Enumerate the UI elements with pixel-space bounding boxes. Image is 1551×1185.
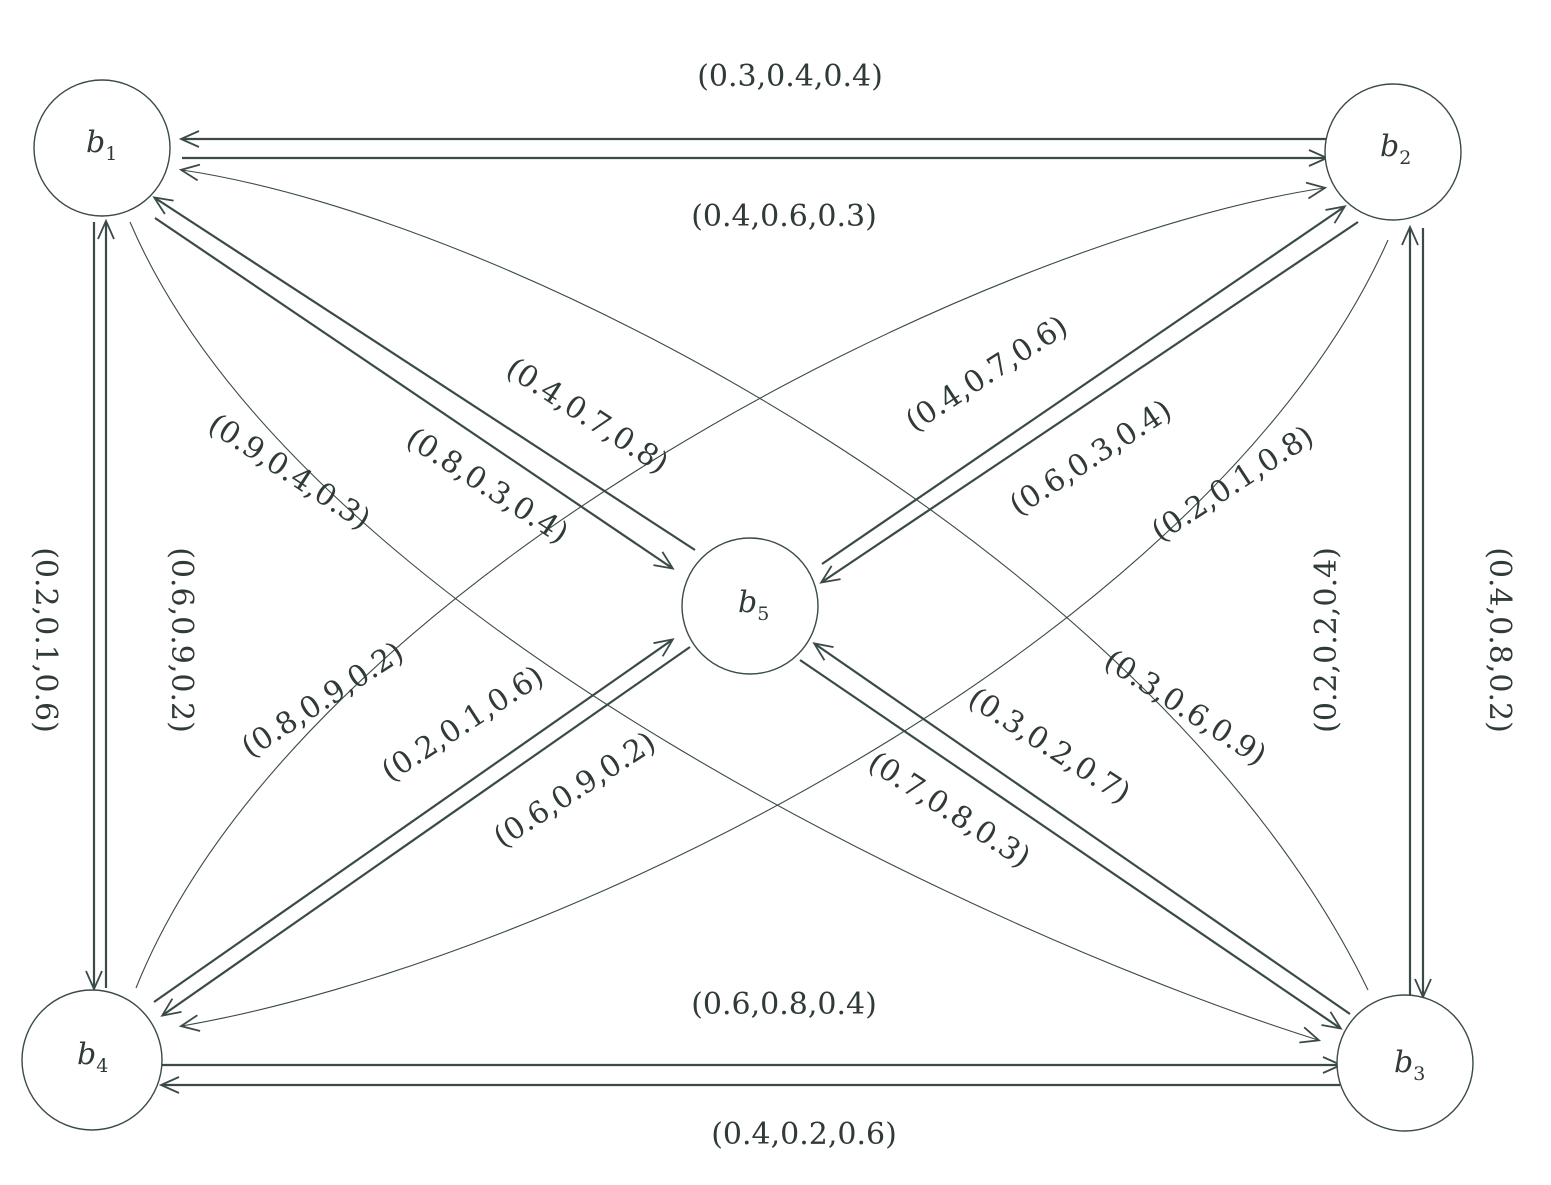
curve-b3-b1 xyxy=(178,163,1369,991)
label-b1-b5: (0.8,0.3,0.4) xyxy=(400,421,575,551)
curve-b2-b4 xyxy=(178,239,1389,1032)
curve-b4-b2 xyxy=(135,181,1328,989)
label-b5-b4: (0.6,0.9,0.2) xyxy=(487,725,662,855)
node-b2-label: b2 xyxy=(1380,129,1411,169)
curve-b1-b3 xyxy=(129,221,1322,1044)
node-b2[interactable]: b2 xyxy=(1324,83,1462,221)
node-b4[interactable]: b4 xyxy=(21,989,163,1131)
edge-b1-b5 xyxy=(154,217,675,570)
label-b3-b1: (0.3,0.6,0.9) xyxy=(1098,643,1273,773)
node-b5-label: b5 xyxy=(738,585,769,625)
label-b4-b1: (0.6,0.9,0.2) xyxy=(164,547,199,733)
label-b4-b2: (0.4,0.7,0.6) xyxy=(899,309,1074,439)
edge-b5-b3 xyxy=(799,659,1343,1030)
label-b2-b5: (0.6,0.3,0.4) xyxy=(1003,393,1178,523)
edge-b2-b5 xyxy=(819,221,1359,584)
node-b4-label: b4 xyxy=(77,1037,108,1077)
label-b5-b3: (0.7,0.8,0.3) xyxy=(862,745,1037,875)
label-b1-b4: (0.2,0.1,0.6) xyxy=(28,547,63,733)
label-b5-b1: (0.4,0.7,0.8) xyxy=(500,351,675,481)
label-b3-b4: (0.4,0.2,0.6) xyxy=(711,1117,897,1152)
edge-b4-b5 xyxy=(153,638,675,1003)
edge-b5-b1 xyxy=(152,196,696,551)
label-b4-b3: (0.6,0.8,0.4) xyxy=(691,987,877,1022)
node-b3-label: b3 xyxy=(1394,1045,1425,1085)
node-b1[interactable]: b1 xyxy=(33,79,171,217)
label-b4-b2-curve: (0.8,0.9,0.2) xyxy=(235,635,410,765)
edge-b5-b4 xyxy=(160,646,691,1017)
node-b3[interactable]: b3 xyxy=(1336,994,1474,1132)
label-b4-b5: (0.2,0.1,0.6) xyxy=(375,659,550,789)
label-b3-b2: (0.2,0.2,0.4) xyxy=(1309,547,1344,733)
label-b2-b4: (0.2,0.1,0.8) xyxy=(1145,419,1320,549)
label-b2-b3: (0.4,0.8,0.2) xyxy=(1482,547,1517,733)
node-b1-label: b1 xyxy=(86,125,117,165)
label-b3-b5: (0.3,0.2,0.7) xyxy=(962,681,1137,811)
edge-b4-b2 xyxy=(821,205,1347,565)
label-b1-b2: (0.4,0.6,0.3) xyxy=(691,199,877,234)
edge-b3-b5 xyxy=(812,642,1351,1015)
label-b1-b3: (0.9,0.4,0.3) xyxy=(202,407,377,537)
node-b5[interactable]: b5 xyxy=(681,537,819,675)
label-b2-b1: (0.3,0.4,0.4) xyxy=(697,59,883,94)
